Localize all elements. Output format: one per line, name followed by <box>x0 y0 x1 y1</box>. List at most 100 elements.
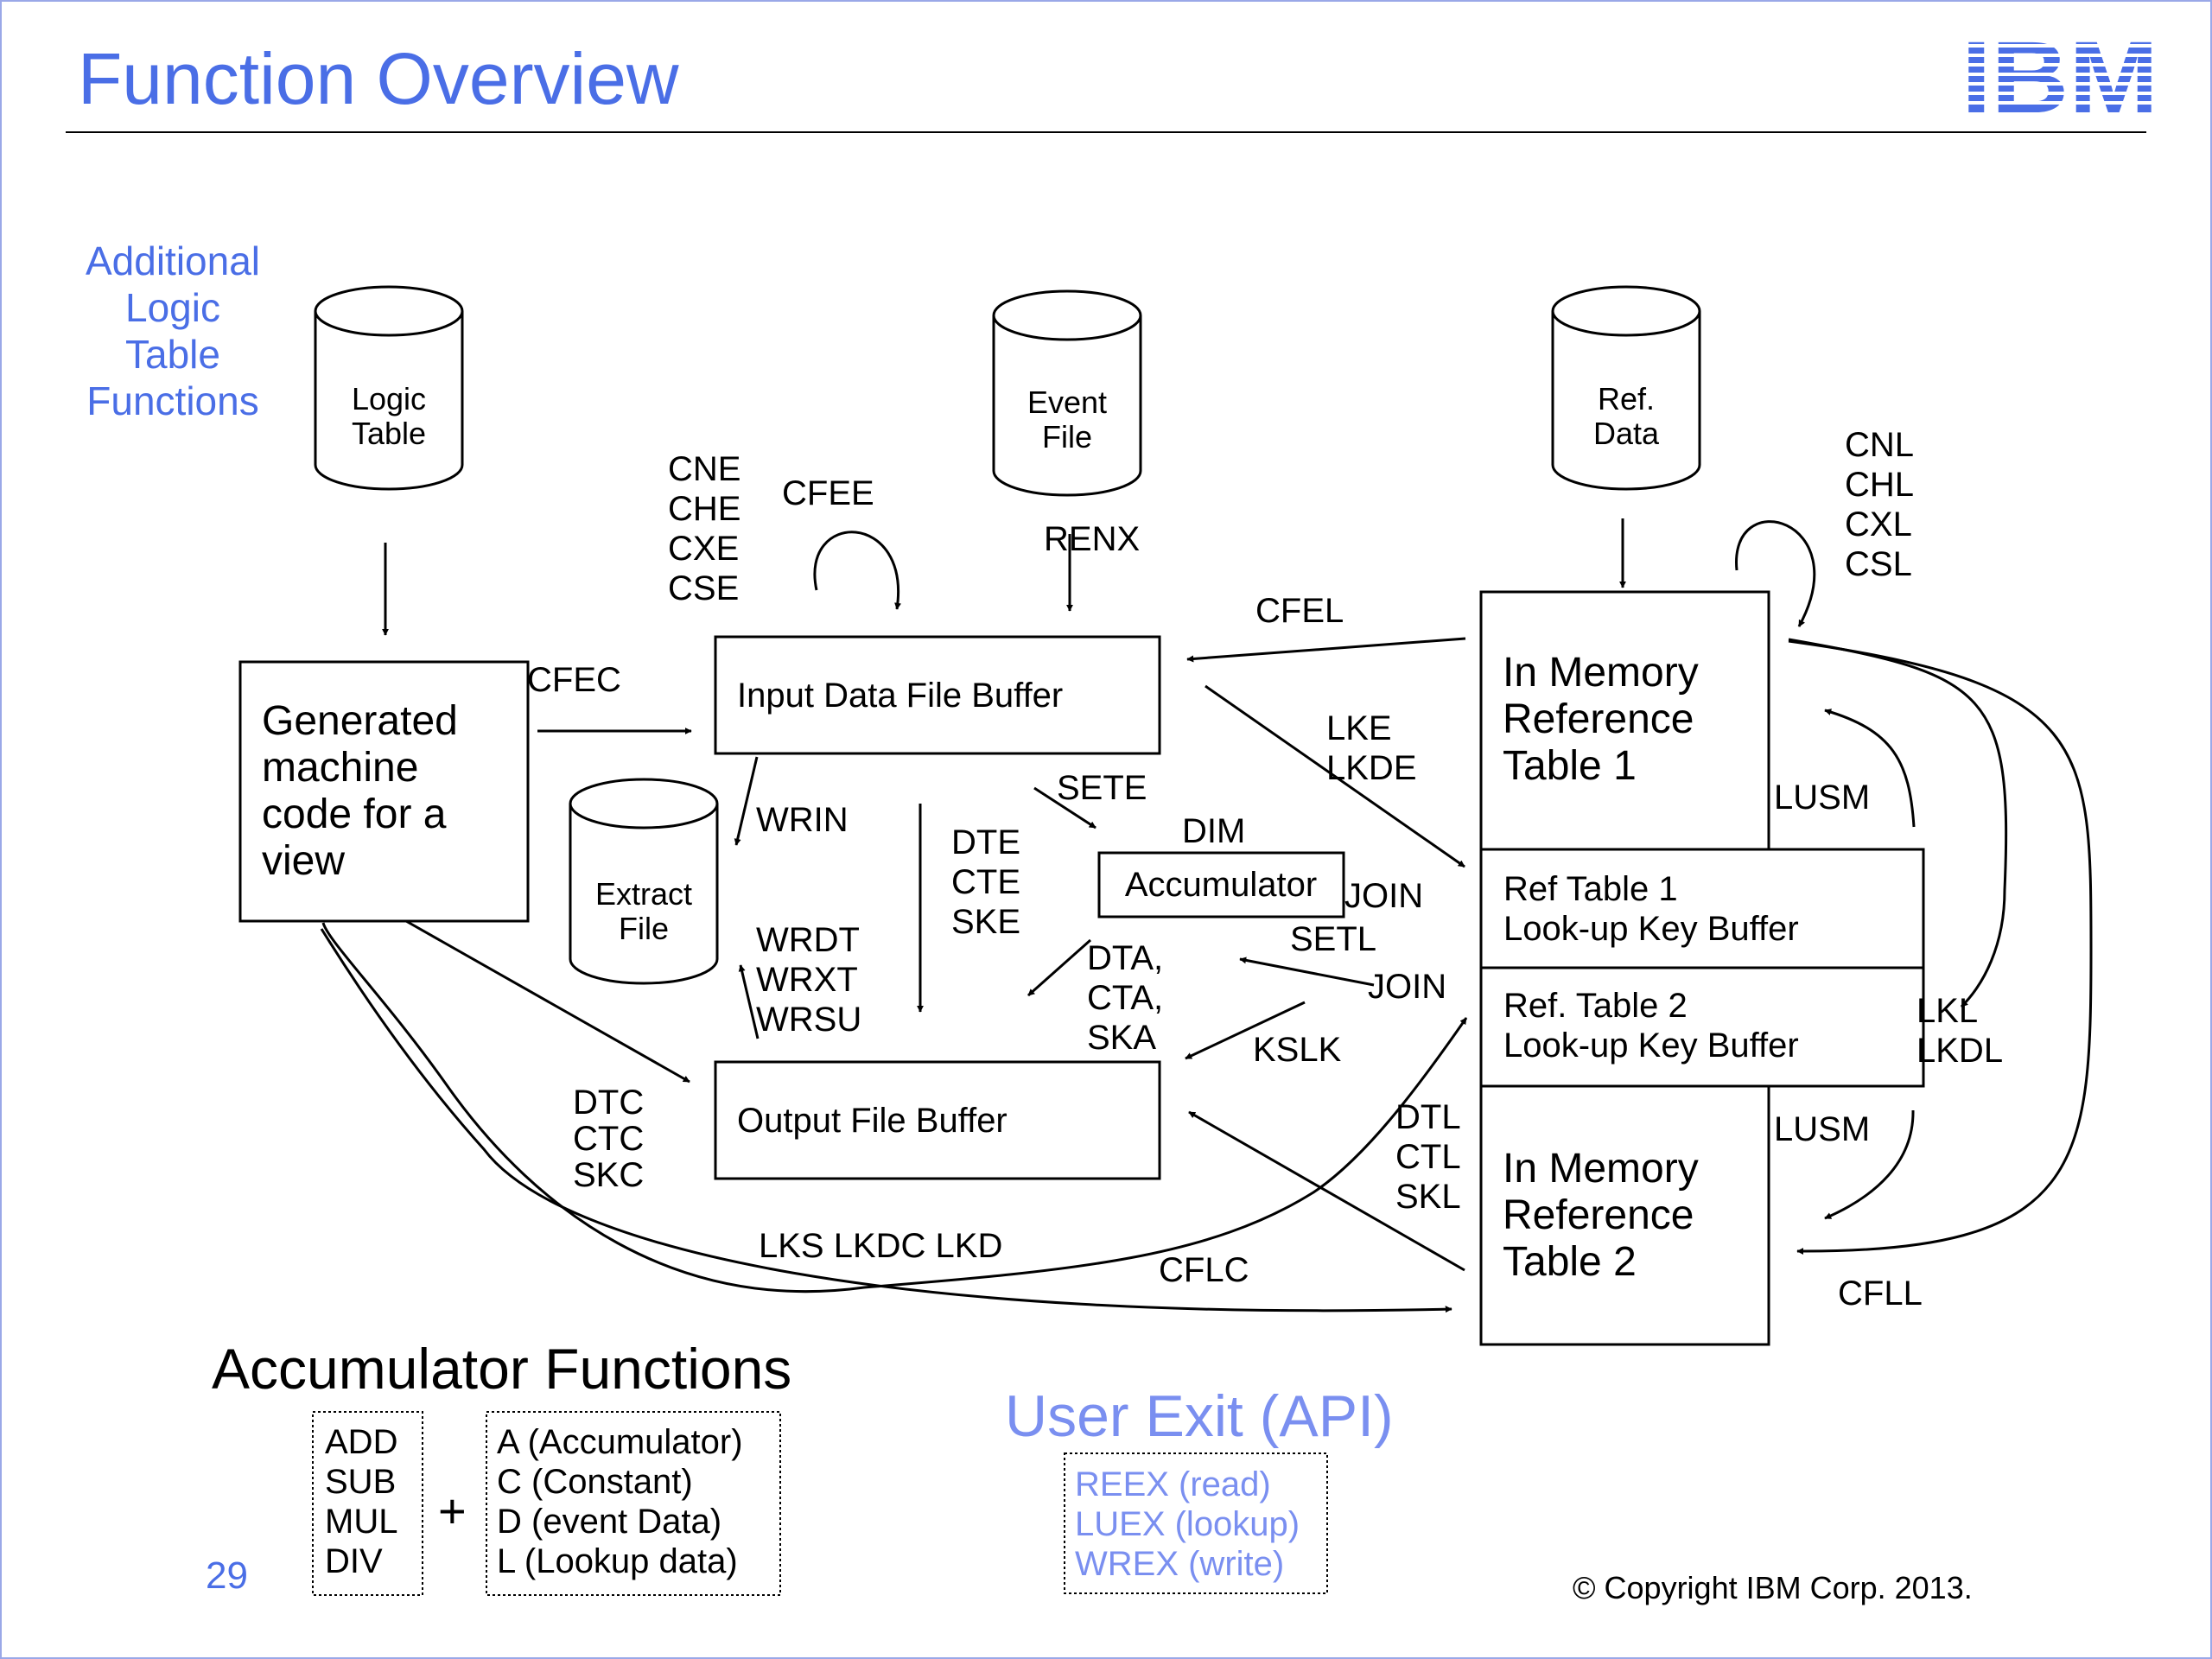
svg-text:Ref.: Ref. <box>1598 381 1655 416</box>
svg-text:File: File <box>1042 419 1092 454</box>
svg-text:CTE: CTE <box>951 863 1020 901</box>
label-cfec: CFEC <box>527 661 621 699</box>
arrows <box>320 518 2093 1313</box>
in-memory-ref-table-2: In Memory Reference Table 2 <box>1479 1084 1770 1346</box>
label-cfel: CFEL <box>1255 592 1344 630</box>
input-data-file-buffer: Input Data File Buffer <box>714 635 1161 755</box>
page-number: 29 <box>206 1554 248 1597</box>
svg-text:CXE: CXE <box>668 530 739 568</box>
svg-text:Reference: Reference <box>1503 1192 1694 1238</box>
logic-table-cylinder: Logic Table <box>314 285 464 491</box>
svg-text:machine: machine <box>262 745 418 791</box>
generated-code-box: Generated machine code for a view <box>238 660 530 923</box>
label-lks: LKS LKDC LKD <box>759 1227 1002 1265</box>
svg-text:CHL: CHL <box>1845 466 1914 504</box>
svg-text:LKDL: LKDL <box>1916 1032 2003 1070</box>
svg-text:DIV: DIV <box>325 1542 383 1580</box>
svg-text:WRXT: WRXT <box>756 961 858 999</box>
label-cne-group: CNE CHE CXE CSE <box>668 450 741 607</box>
label-cnl-group: CNL CHL CXL CSL <box>1845 426 1914 583</box>
label-join-2: JOIN <box>1368 968 1446 1006</box>
svg-text:Table 1: Table 1 <box>1503 743 1637 789</box>
svg-text:DTL: DTL <box>1395 1098 1461 1136</box>
flow-labels: CNE CHE CXE CSE CFEE RENX CFEL CNL CHL C… <box>527 426 2003 1313</box>
extract-file-cylinder: Extract File <box>569 778 719 985</box>
svg-text:In Memory: In Memory <box>1503 1146 1699 1192</box>
label-join-1: JOIN <box>1344 877 1423 915</box>
label-dta: DTA, CTA, SKA <box>1087 939 1163 1057</box>
accumulator-functions-title: Accumulator Functions <box>212 1337 791 1401</box>
svg-text:DTC: DTC <box>573 1084 644 1122</box>
svg-text:CSL: CSL <box>1845 545 1912 583</box>
in-memory-ref-table-1: In Memory Reference Table 1 <box>1479 590 1770 851</box>
svg-text:CTA,: CTA, <box>1087 979 1163 1017</box>
svg-text:Table: Table <box>352 416 426 451</box>
event-file-cylinder: Event File <box>992 289 1142 497</box>
svg-text:IBM: IBM <box>1961 21 2158 135</box>
svg-text:CTL: CTL <box>1395 1138 1461 1176</box>
svg-text:+: + <box>438 1484 467 1538</box>
label-dtl: DTL CTL SKL <box>1395 1098 1461 1216</box>
svg-text:Ref Table 1: Ref Table 1 <box>1503 870 1678 908</box>
accumulator-functions: Accumulator Functions ADD SUB MUL DIV + … <box>212 1337 791 1596</box>
output-file-buffer: Output File Buffer <box>714 1060 1161 1180</box>
ref-data-cylinder: Ref. Data <box>1551 285 1701 491</box>
svg-text:CNL: CNL <box>1845 426 1914 464</box>
svg-text:WRDT: WRDT <box>756 921 860 959</box>
label-sete: SETE <box>1057 769 1147 807</box>
label-renx: RENX <box>1044 520 1140 558</box>
label-dim: DIM <box>1182 812 1245 850</box>
label-lkl: LKL LKDL <box>1916 992 2003 1070</box>
label-setl: SETL <box>1290 920 1376 958</box>
ibm-logo: IBM <box>1953 21 2169 135</box>
svg-text:Look-up Key Buffer: Look-up Key Buffer <box>1503 1027 1799 1065</box>
svg-text:Functions: Functions <box>86 378 258 423</box>
svg-text:File: File <box>619 911 669 946</box>
svg-text:code for a: code for a <box>262 791 447 837</box>
label-wrin: WRIN <box>756 801 849 839</box>
svg-text:Look-up Key Buffer: Look-up Key Buffer <box>1503 910 1799 948</box>
svg-text:WREX (write): WREX (write) <box>1075 1545 1284 1583</box>
svg-text:CTC: CTC <box>573 1120 644 1158</box>
svg-text:LKL: LKL <box>1916 992 1978 1030</box>
svg-text:Reference: Reference <box>1503 696 1694 742</box>
label-kslk: KSLK <box>1253 1031 1342 1069</box>
svg-text:MUL: MUL <box>325 1503 397 1541</box>
svg-text:view: view <box>262 838 345 884</box>
svg-text:D (event Data): D (event Data) <box>497 1503 721 1541</box>
svg-text:Ref. Table 2: Ref. Table 2 <box>1503 987 1688 1025</box>
svg-text:SKE: SKE <box>951 903 1020 941</box>
copyright: © Copyright IBM Corp. 2013. <box>1573 1570 1973 1605</box>
svg-text:Event: Event <box>1027 385 1107 420</box>
label-cfll: CFLL <box>1838 1274 1923 1313</box>
label-cfee: CFEE <box>782 474 874 512</box>
additional-logic-functions: Additional Logic Table Functions <box>86 238 260 423</box>
svg-text:LUEX (lookup): LUEX (lookup) <box>1075 1505 1300 1543</box>
svg-text:SKA: SKA <box>1087 1019 1156 1057</box>
svg-text:CXL: CXL <box>1845 505 1912 543</box>
svg-text:SKC: SKC <box>573 1156 644 1194</box>
label-wrdt: WRDT WRXT WRSU <box>756 921 861 1039</box>
ref-table-1-key-buffer: Ref Table 1 Look-up Key Buffer <box>1479 848 1925 969</box>
user-exit-title: User Exit (API) <box>1005 1383 1394 1449</box>
svg-text:Logic: Logic <box>352 381 426 416</box>
svg-text:ADD: ADD <box>325 1423 397 1461</box>
svg-text:Table: Table <box>125 332 220 377</box>
svg-text:Output File Buffer: Output File Buffer <box>737 1102 1007 1140</box>
label-lke: LKE LKDE <box>1326 709 1417 787</box>
svg-text:CHE: CHE <box>668 490 741 528</box>
svg-text:Additional: Additional <box>86 238 260 283</box>
svg-text:C (Constant): C (Constant) <box>497 1463 693 1501</box>
svg-text:A (Accumulator): A (Accumulator) <box>497 1423 743 1461</box>
svg-text:DTE: DTE <box>951 823 1020 861</box>
svg-text:Input Data File Buffer: Input Data File Buffer <box>737 677 1063 715</box>
svg-text:CNE: CNE <box>668 450 741 488</box>
svg-text:Extract: Extract <box>595 876 692 912</box>
ref-table-2-key-buffer: Ref. Table 2 Look-up Key Buffer <box>1479 966 1925 1088</box>
svg-text:In Memory: In Memory <box>1503 650 1699 696</box>
svg-text:REEX (read): REEX (read) <box>1075 1465 1271 1503</box>
svg-text:DTA,: DTA, <box>1087 939 1163 977</box>
svg-text:CSE: CSE <box>668 569 739 607</box>
